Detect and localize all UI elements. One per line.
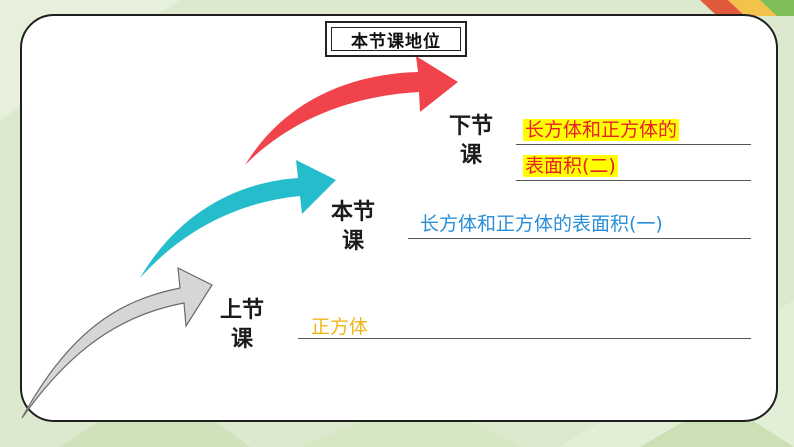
next-lesson-label-line1: 下节 — [448, 114, 493, 139]
next-lesson-title-line1: 长方体和正方体的 — [523, 119, 680, 141]
current-lesson-label-line2: 课 — [341, 229, 364, 254]
next-lesson-label-line2: 课 — [459, 143, 482, 168]
pencil-decoration — [700, 0, 794, 16]
next-lesson-label: 下节 课 — [444, 112, 498, 170]
previous-lesson-arrow — [21, 266, 213, 419]
next-lesson-underline-1 — [516, 144, 751, 145]
next-lesson-arrow — [245, 56, 458, 165]
previous-lesson-label: 上节 课 — [215, 296, 269, 354]
current-lesson-label: 本节 课 — [326, 198, 380, 256]
current-lesson-label-line1: 本节 — [330, 200, 375, 225]
next-lesson-underline-2 — [516, 180, 751, 181]
previous-lesson-label-line2: 课 — [230, 327, 253, 352]
previous-lesson-title: 正方体 — [311, 316, 369, 338]
current-lesson-underline — [408, 238, 751, 239]
current-lesson-arrow — [140, 160, 336, 278]
current-lesson-title: 长方体和正方体的表面积(一) — [420, 213, 663, 235]
next-lesson-title-line2: 表面积(二) — [523, 155, 618, 177]
previous-lesson-underline — [298, 338, 751, 339]
title-box: 本节课地位 — [325, 21, 467, 57]
previous-lesson-label-line1: 上节 — [219, 298, 264, 323]
page-title: 本节课地位 — [331, 27, 461, 52]
